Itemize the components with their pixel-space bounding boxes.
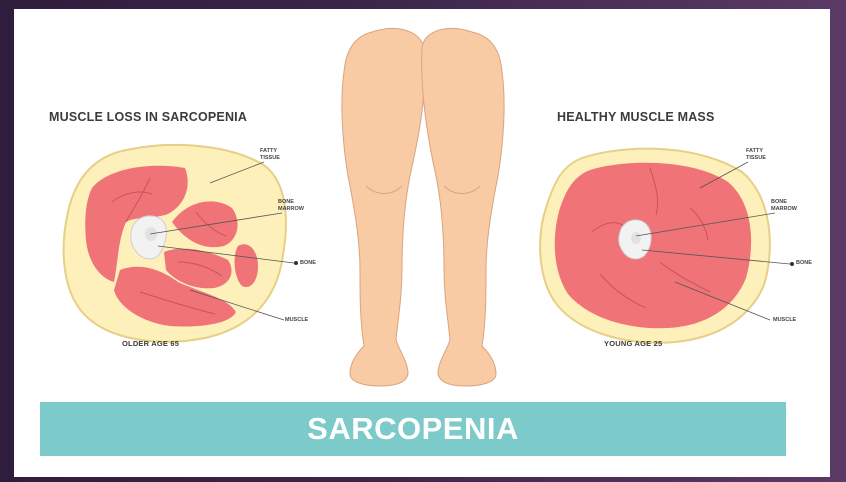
label-fatty-tissue-left: FATTY TISSUE [260,148,280,162]
label-fatty-tissue-right: FATTY TISSUE [746,148,766,162]
cross-section-healthy [540,149,770,343]
bone-dot-right [790,262,794,266]
cross-section-sarcopenia [64,145,286,342]
label-muscle-left: MUSCLE [285,317,308,324]
banner-title: SARCOPENIA [40,402,786,456]
right-leg [422,29,504,386]
caption-older-age: OLDER AGE 65 [122,339,179,348]
muscle-mass-right [555,163,751,329]
label-muscle-right: MUSCLE [773,317,796,324]
legs-illustration [342,29,504,386]
label-bone-left: BONE [300,260,316,267]
bone-dot-left [294,261,298,265]
heading-healthy: HEALTHY MUSCLE MASS [557,110,715,124]
bone-marrow-right [631,232,641,244]
left-leg [342,29,425,386]
label-bone-marrow-right: BONE MARROW [771,199,797,213]
heading-sarcopenia: MUSCLE LOSS IN SARCOPENIA [49,110,247,124]
title-banner: SARCOPENIA [40,402,786,456]
label-bone-right: BONE [796,260,812,267]
label-bone-marrow-left: BONE MARROW [278,199,304,213]
caption-young-age: YOUNG AGE 25 [604,339,662,348]
